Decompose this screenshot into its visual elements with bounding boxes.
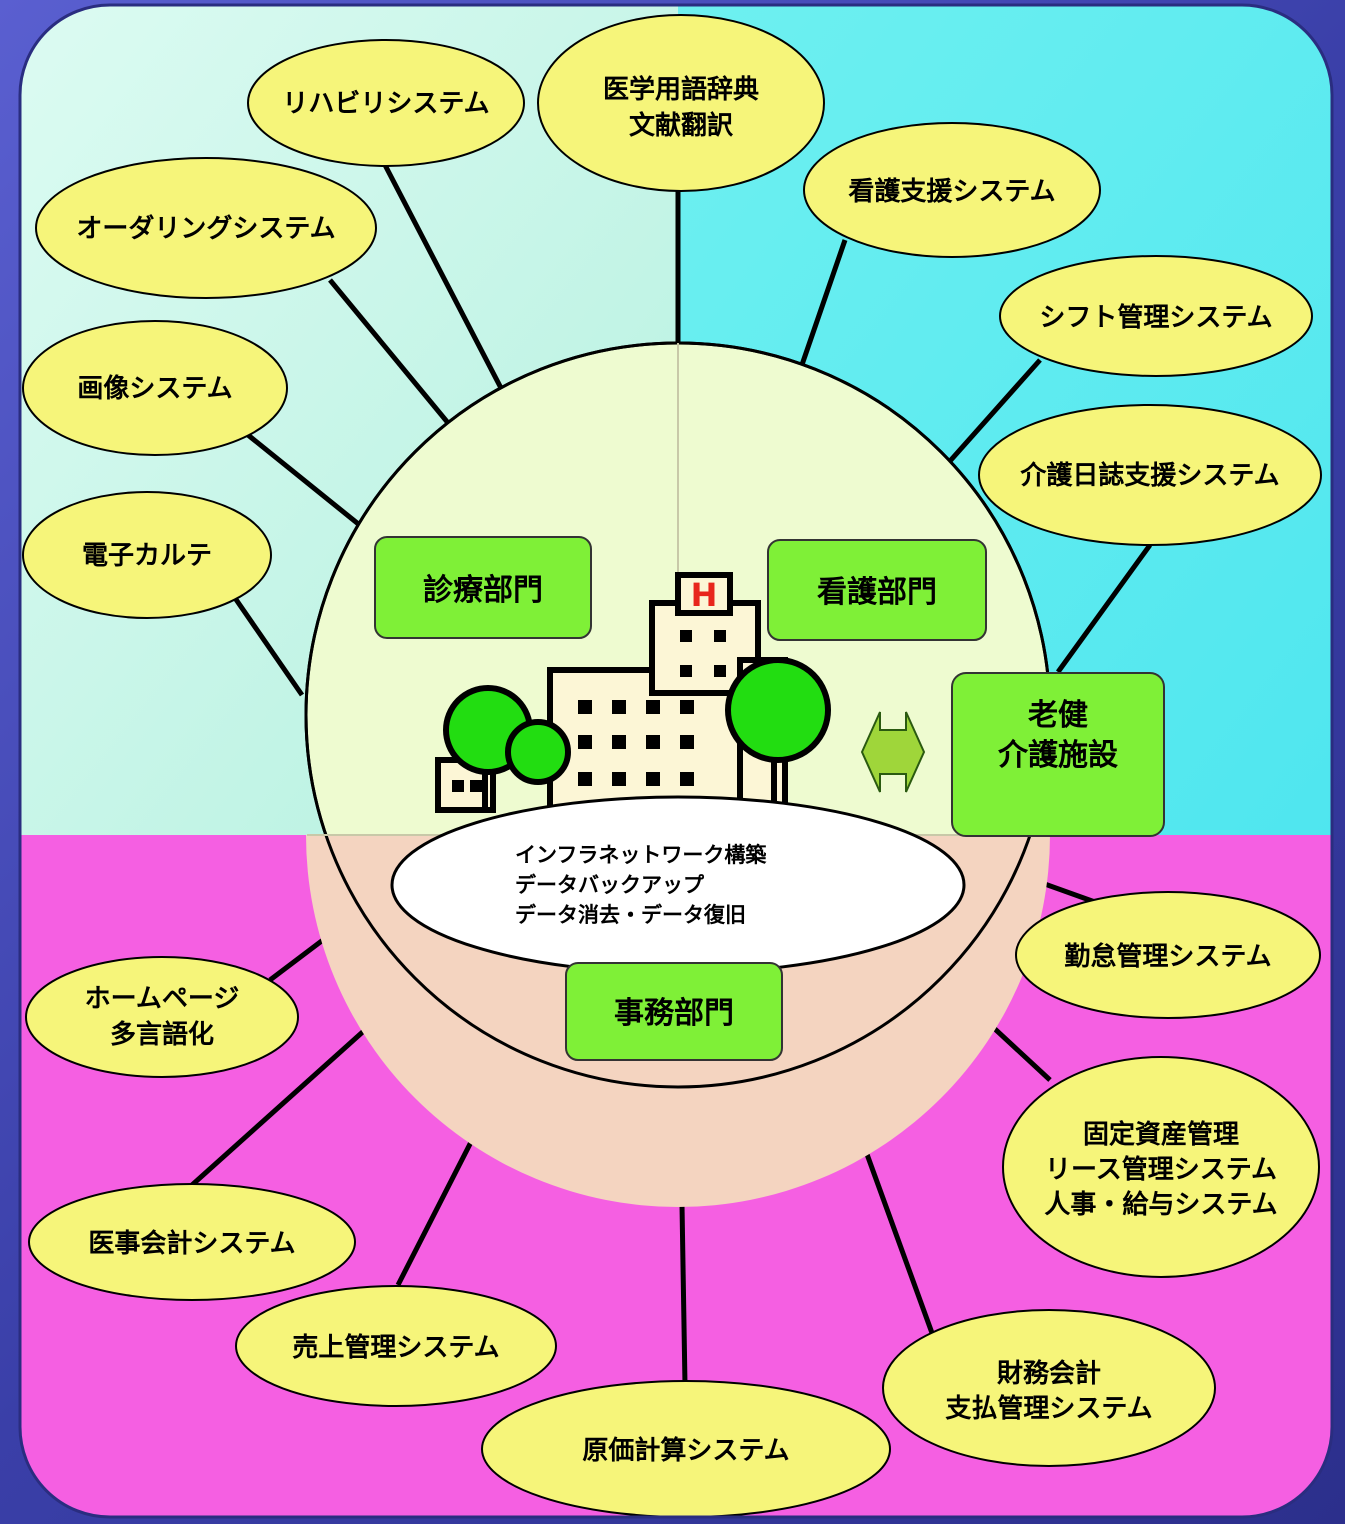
label-sales: 売上管理システム <box>292 1333 499 1363</box>
label-dictionary-1: 医学用語辞典 <box>603 74 759 105</box>
label-nursing-support: 看護支援システム <box>848 176 1055 207</box>
label-medical-accounting: 医事会計システム <box>88 1228 295 1259</box>
label-shift: シフト管理システム <box>1039 303 1272 333</box>
dept-label-nursing: 看護部門 <box>817 575 937 610</box>
panel-border <box>18 3 1334 1519</box>
label-assets-3: 人事・給与システム <box>1044 1189 1277 1220</box>
infra-line-1: インフラネットワーク構築 <box>515 843 767 867</box>
label-imaging: 画像システム <box>77 374 232 404</box>
system-bubbles <box>22 14 1322 1518</box>
dept-label-care-2: 介護施設 <box>997 738 1118 773</box>
dept-box-medical[interactable]: 診療部門 <box>374 536 592 639</box>
label-homepage-2: 多言語化 <box>110 1019 214 1050</box>
dept-box-nursing[interactable]: 看護部門 <box>767 539 987 641</box>
label-assets-2: リース管理システム <box>1045 1155 1277 1185</box>
label-emr: 電子カルテ <box>82 541 212 571</box>
label-homepage-1: ホームページ <box>85 984 240 1014</box>
dept-box-care-facility[interactable]: 老健 介護施設 <box>951 672 1165 837</box>
label-rehab: リハビリシステム <box>282 89 489 119</box>
label-attendance: 勤怠管理システム <box>1064 941 1271 972</box>
label-dictionary-2: 文献翻訳 <box>629 110 734 141</box>
dept-label-admin: 事務部門 <box>614 996 734 1031</box>
hospital-sign-h: H <box>691 576 718 614</box>
infra-ellipse: インフラネットワーク構築 データバックアップ データ消去・データ復旧 <box>390 795 966 975</box>
label-cost: 原価計算システム <box>582 1435 789 1466</box>
dept-label-medical: 診療部門 <box>423 573 543 608</box>
infra-line-2: データバックアップ <box>515 873 705 897</box>
dept-box-admin[interactable]: 事務部門 <box>565 962 783 1061</box>
tree-icons <box>443 657 831 785</box>
label-care-log: 介護日誌支援システム <box>1019 460 1279 491</box>
label-finance-2: 支払管理システム <box>945 1394 1152 1424</box>
label-finance-1: 財務会計 <box>997 1358 1101 1389</box>
dept-label-care-1: 老健 <box>1028 698 1088 733</box>
system-labels: リハビリシステム 医学用語辞典 文献翻訳 看護支援システム オーダリングシステム… <box>76 74 1279 1466</box>
infra-line-3: データ消去・データ復旧 <box>515 903 746 927</box>
label-ordering: オーダリングシステム <box>76 213 335 244</box>
label-assets-1: 固定資産管理 <box>1083 1119 1239 1150</box>
double-arrow-icon <box>860 711 926 793</box>
